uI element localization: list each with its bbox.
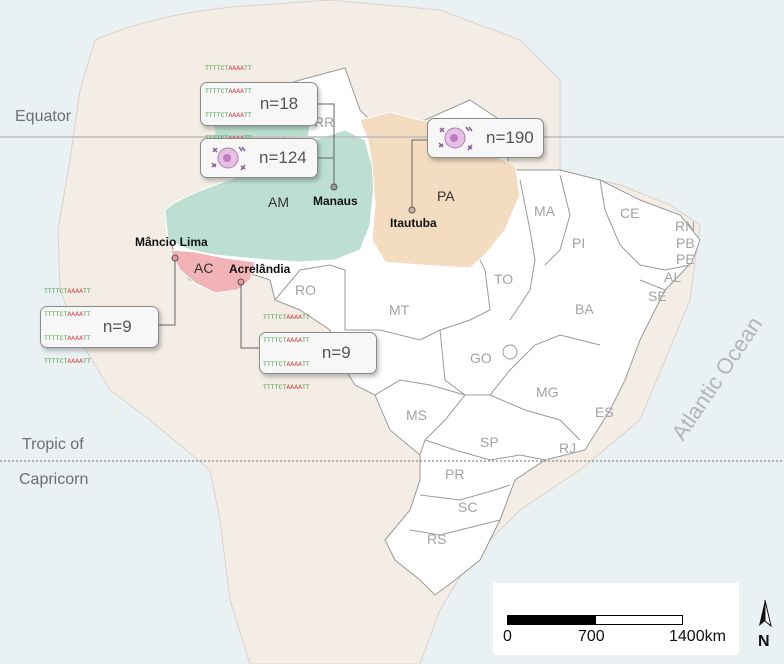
scale-label-0: 0 bbox=[503, 628, 512, 645]
state-label-pb: PB bbox=[676, 235, 695, 251]
city-label-acrelandia: Acrelândia bbox=[229, 262, 291, 276]
scale-bar-white-segment bbox=[595, 615, 683, 625]
state-borders bbox=[274, 174, 691, 536]
region-label-pa: PA bbox=[437, 188, 455, 204]
state-label-sp: SP bbox=[480, 434, 499, 450]
state-label-ms: MS bbox=[406, 407, 427, 423]
state-label-rs: RS bbox=[427, 531, 446, 547]
dna-sequence-icon: TTTTCTAAAATT TTTTCTAAAATT TTTTCTAAAATT T… bbox=[263, 314, 310, 392]
count-label: n=190 bbox=[486, 128, 534, 147]
scale-bar-box: 0 700 1400km bbox=[493, 583, 739, 655]
mancio-lima-marker bbox=[171, 254, 179, 262]
state-label-ba: BA bbox=[575, 301, 594, 317]
state-label-mg: MG bbox=[536, 384, 559, 400]
north-arrow-icon bbox=[759, 599, 772, 628]
count-label: n=124 bbox=[259, 148, 307, 167]
state-label-mt: MT bbox=[389, 302, 410, 318]
parasite-cell-icon bbox=[211, 146, 246, 171]
state-label-rn: RN bbox=[675, 218, 695, 234]
dna-sequence-icon: TTTTCTAAAATT TTTTCTAAAATT TTTTCTAAAATT T… bbox=[44, 288, 91, 366]
parasite-cell-icon bbox=[438, 126, 473, 151]
state-label-ma: MA bbox=[534, 203, 556, 219]
state-label-ro: RO bbox=[295, 282, 316, 298]
callout-acrelandia-sequences: TTTTCTAAAATT TTTTCTAAAATT TTTTCTAAAATT T… bbox=[259, 314, 377, 391]
state-label-se: SE bbox=[648, 288, 667, 304]
state-label-rj: RJ bbox=[559, 440, 576, 456]
count-label: n=18 bbox=[259, 94, 299, 113]
tropic-label-line2: Capricorn bbox=[19, 471, 88, 488]
state-label-pr: PR bbox=[445, 466, 464, 482]
city-label-itautuba: Itautuba bbox=[390, 216, 437, 230]
state-label-to: TO bbox=[494, 271, 513, 287]
manaus-marker bbox=[330, 183, 338, 191]
scale-bar-black-segment bbox=[507, 615, 597, 625]
equator-label: Equator bbox=[15, 108, 72, 125]
state-label-al: AL bbox=[664, 269, 681, 285]
callout-mancio-lima-sequences: TTTTCTAAAATT TTTTCTAAAATT TTTTCTAAAATT T… bbox=[40, 288, 159, 365]
acre-region bbox=[169, 249, 256, 294]
city-label-manaus: Manaus bbox=[313, 194, 358, 208]
tropic-label-line1: Tropic of bbox=[22, 436, 84, 453]
state-label-pi: PI bbox=[572, 235, 585, 251]
callout-itautuba-cells: n=190 bbox=[427, 118, 544, 158]
callout-manaus-cells: n=124 bbox=[200, 138, 318, 178]
state-label-es: ES bbox=[595, 404, 614, 420]
state-label-pe: PE bbox=[676, 251, 695, 267]
north-label: N bbox=[758, 633, 770, 650]
callout-connectors bbox=[159, 103, 427, 349]
acrelandia-marker bbox=[237, 278, 245, 286]
state-label-ce: CE bbox=[620, 205, 639, 221]
count-label: n=9 bbox=[102, 317, 132, 336]
callout-manaus-sequences: TTTTCTAAAATT TTTTCTAAAATT TTTTCTAAAATT T… bbox=[200, 65, 318, 142]
count-label: n=9 bbox=[321, 343, 351, 362]
scale-label-700: 700 bbox=[578, 628, 605, 645]
state-labels: RR MA CE RN PB PE AL SE PI TO BA RO MT G… bbox=[295, 114, 695, 547]
state-label-sc: SC bbox=[458, 499, 477, 515]
city-label-mancio-lima: Mâncio Lima bbox=[135, 235, 208, 249]
region-label-am: AM bbox=[268, 194, 289, 210]
state-label-go: GO bbox=[470, 350, 492, 366]
region-label-ac: AC bbox=[194, 260, 213, 276]
itautuba-marker bbox=[408, 206, 416, 214]
scale-label-1400: 1400km bbox=[669, 628, 726, 645]
state-label-rr: RR bbox=[314, 114, 334, 130]
